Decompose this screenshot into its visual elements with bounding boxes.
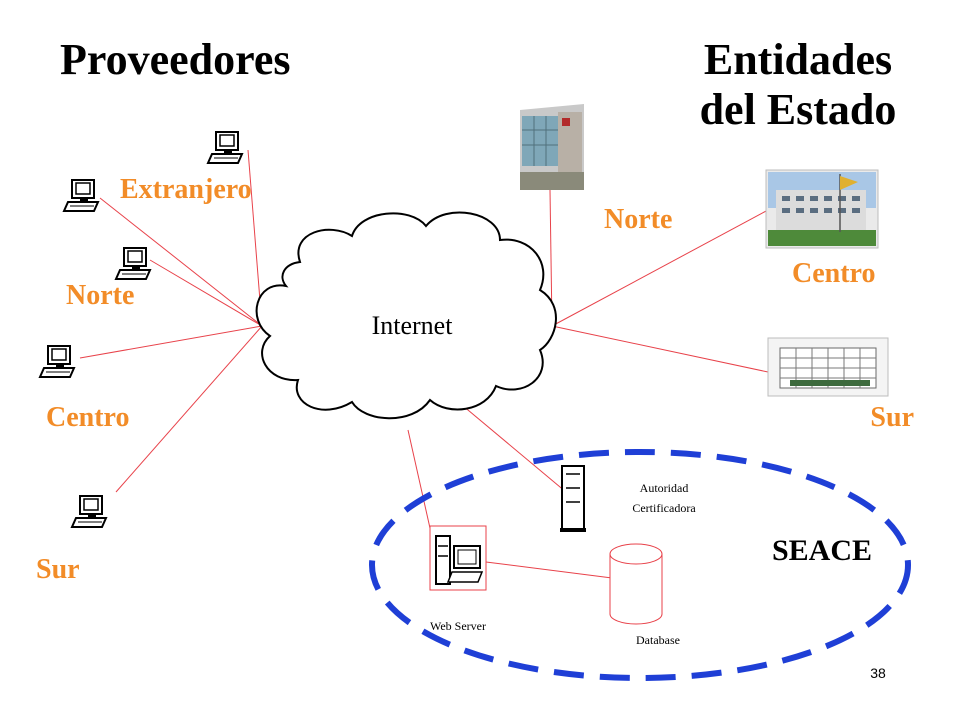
entities-heading-line2: del Estado: [700, 85, 897, 134]
internet-cloud: Internet: [255, 211, 557, 420]
computer-icon-extranjero: [207, 131, 243, 164]
computer-icon-provider-1: [63, 179, 99, 212]
link-entity-centro: [551, 209, 769, 327]
entity-label-norte: Norte: [604, 204, 672, 235]
web-server-label: Web Server: [430, 619, 486, 633]
computer-icon-centro: [39, 345, 75, 378]
authority-label-line2: Certificadora: [632, 501, 696, 515]
link-authority: [455, 399, 567, 493]
link-db: [485, 561, 613, 579]
seace-label: SEACE: [772, 534, 872, 567]
providers-heading: Proveedores: [60, 35, 291, 84]
provider-label-norte: Norte: [66, 280, 134, 311]
computer-icon-sur: [71, 495, 107, 528]
seace-boundary: [369, 449, 911, 681]
entity-label-sur: Sur: [870, 402, 914, 433]
link-norte: [149, 259, 263, 327]
building-image-centro: [765, 169, 879, 249]
authority-server-icon: [560, 465, 586, 532]
computer-icon-norte: [115, 247, 151, 280]
provider-label-centro: Centro: [46, 402, 129, 433]
internet-label: Internet: [372, 311, 454, 340]
link-entity-sur: [551, 325, 769, 373]
database-label: Database: [636, 633, 680, 647]
link-centro: [79, 325, 263, 359]
authority-label-line1: Autoridad: [640, 481, 689, 495]
provider-label-extranjero: Extranjero: [120, 174, 252, 205]
link-sur: [115, 325, 263, 493]
web-server-icon: [429, 525, 487, 591]
building-image-norte: [512, 98, 590, 190]
building-image-sur: [767, 337, 889, 397]
database-icon: [609, 543, 663, 625]
entities-heading-line1: Entidades: [704, 35, 892, 84]
entity-label-centro: Centro: [792, 258, 875, 289]
provider-label-sur: Sur: [36, 554, 80, 585]
page-number: 38: [870, 665, 886, 681]
link-provider-1: [99, 197, 263, 327]
